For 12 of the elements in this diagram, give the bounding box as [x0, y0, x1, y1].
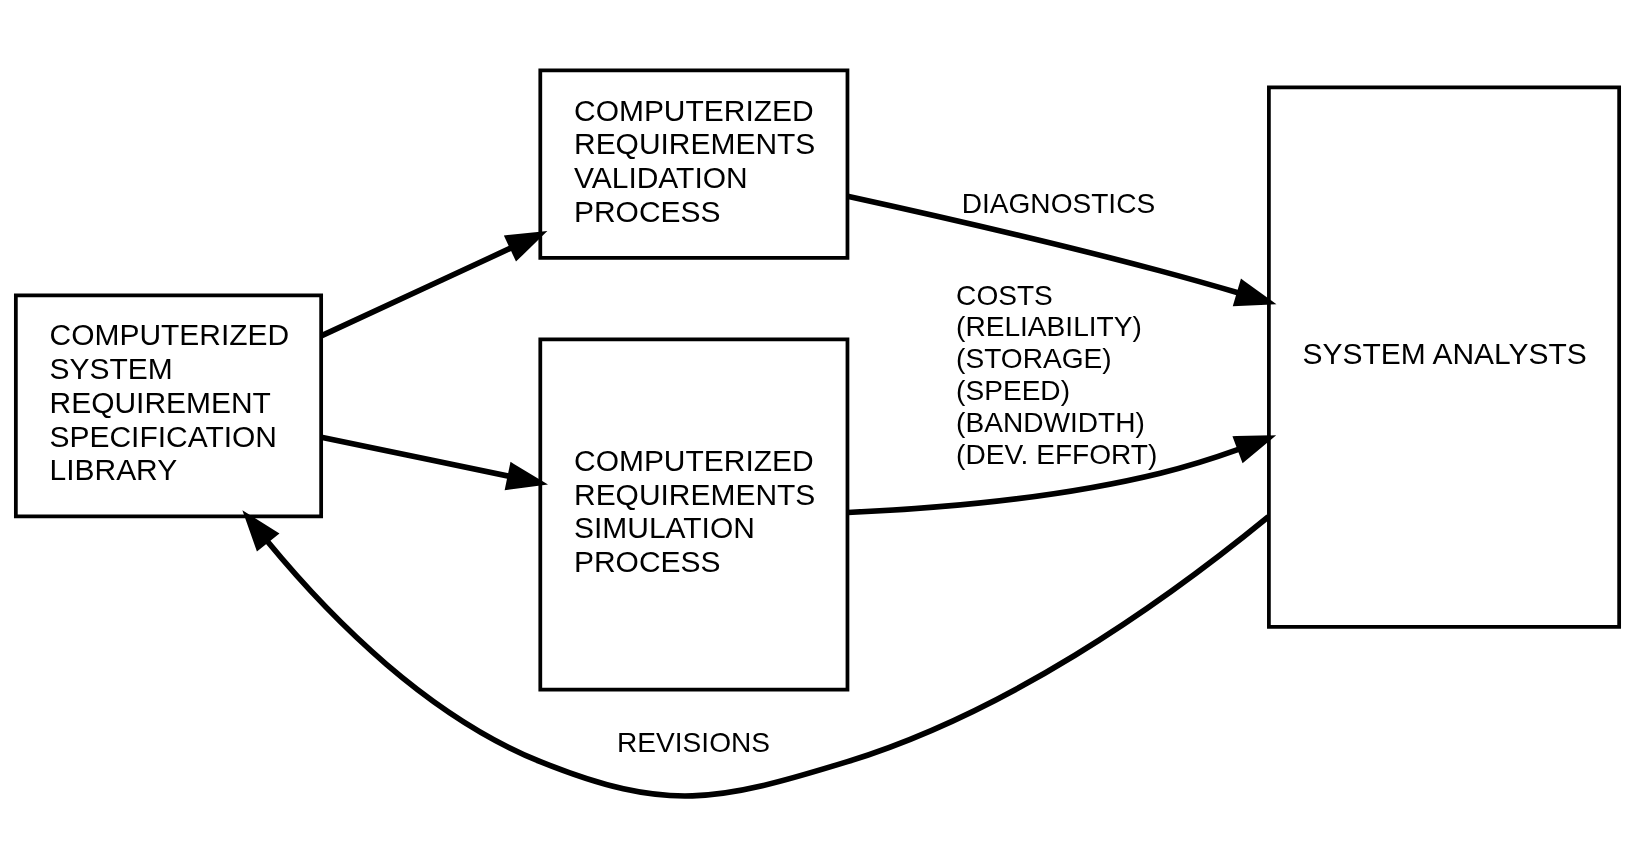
node-box: SYSTEM ANALYSTS	[1267, 84, 1622, 629]
node-box: COMPUTERIZED SYSTEM REQUIREMENT SPECIFICATION LIBRARY	[13, 292, 324, 518]
edge-label: COSTS (RELIABILITY) (STORAGE) (SPEED) (BANDWIDTH) (DEV. EFFORT)	[956, 279, 1158, 470]
arrow	[320, 433, 548, 490]
node-box: COMPUTERIZED REQUIREMENTS SIMULATION PROCESS	[538, 336, 850, 691]
arrow	[847, 434, 1277, 515]
edge-label: REVISIONS	[617, 726, 771, 758]
arrow	[242, 509, 1271, 799]
node-box: COMPUTERIZED REQUIREMENTS VALIDATION PROCESS	[538, 68, 850, 260]
edge-label: DIAGNOSTICS	[961, 187, 1156, 219]
arrow	[320, 230, 548, 338]
arrow	[846, 192, 1277, 306]
